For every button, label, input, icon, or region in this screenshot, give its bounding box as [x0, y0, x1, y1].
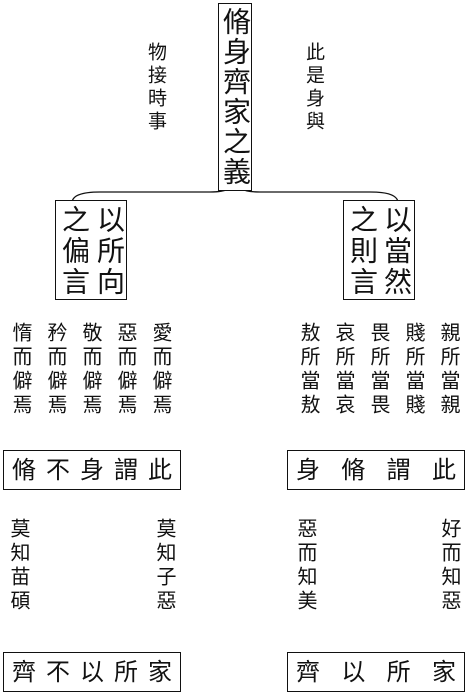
right-bottom-col-right: 好而知惡	[438, 518, 462, 614]
right-final-char: 所	[386, 658, 411, 686]
right-branch-box	[343, 200, 415, 300]
left-bottom-col-right: 莫知子惡	[153, 518, 177, 614]
right-box-col1: 以當然	[380, 205, 413, 298]
left-bottom-col-left: 莫知苗碩	[7, 518, 31, 614]
left-final-box: 齊 不 以 所 家	[3, 652, 181, 692]
left-column-2: 惡而僻焉	[114, 322, 138, 418]
left-conclusion-char: 脩	[12, 456, 36, 484]
left-conclusion-char: 不	[46, 456, 70, 484]
left-box-col2: 之偏言	[58, 205, 91, 298]
right-final-char: 以	[341, 658, 366, 686]
left-column-3: 敬而僻焉	[79, 322, 103, 418]
left-branch-box	[55, 200, 127, 300]
right-conclusion-box: 身 脩 謂 此	[287, 450, 465, 490]
title-box	[218, 3, 252, 191]
left-column-5: 惰而僻焉	[9, 322, 33, 418]
left-conclusion-char: 身	[80, 456, 104, 484]
left-final-char: 不	[46, 658, 70, 686]
left-column-1: 愛而僻焉	[149, 322, 173, 418]
left-box-col1: 以所向	[93, 205, 126, 298]
right-column-1: 親所當親	[437, 322, 461, 418]
left-column-4: 矜而僻焉	[44, 322, 68, 418]
top-note-left: 物接時事	[145, 42, 167, 134]
right-column-5: 敖所當敖	[297, 322, 321, 418]
left-conclusion-char: 此	[148, 456, 172, 484]
right-box-col2: 之則言	[346, 205, 379, 298]
left-conclusion-char: 謂	[114, 456, 138, 484]
left-final-char: 家	[148, 658, 172, 686]
right-conclusion-char: 此	[431, 456, 456, 484]
right-bottom-col-left: 惡而知美	[294, 518, 318, 614]
right-column-2: 賤所當賤	[402, 322, 426, 418]
title-text: 脩身齊家之義	[219, 7, 252, 187]
left-final-char: 齊	[12, 658, 36, 686]
right-conclusion-char: 身	[296, 456, 320, 484]
right-column-4: 哀所當哀	[332, 322, 356, 418]
left-conclusion-box: 脩 不 身 謂 此	[3, 450, 181, 490]
left-final-char: 以	[80, 658, 104, 686]
right-conclusion-char: 脩	[341, 456, 366, 484]
right-final-box: 齊 以 所 家	[287, 652, 465, 692]
right-final-char: 齊	[296, 658, 320, 686]
right-conclusion-char: 謂	[386, 456, 411, 484]
left-final-char: 所	[114, 658, 138, 686]
right-column-3: 畏所當畏	[367, 322, 391, 418]
top-note-right: 此是身與	[303, 42, 325, 134]
right-final-char: 家	[431, 658, 456, 686]
